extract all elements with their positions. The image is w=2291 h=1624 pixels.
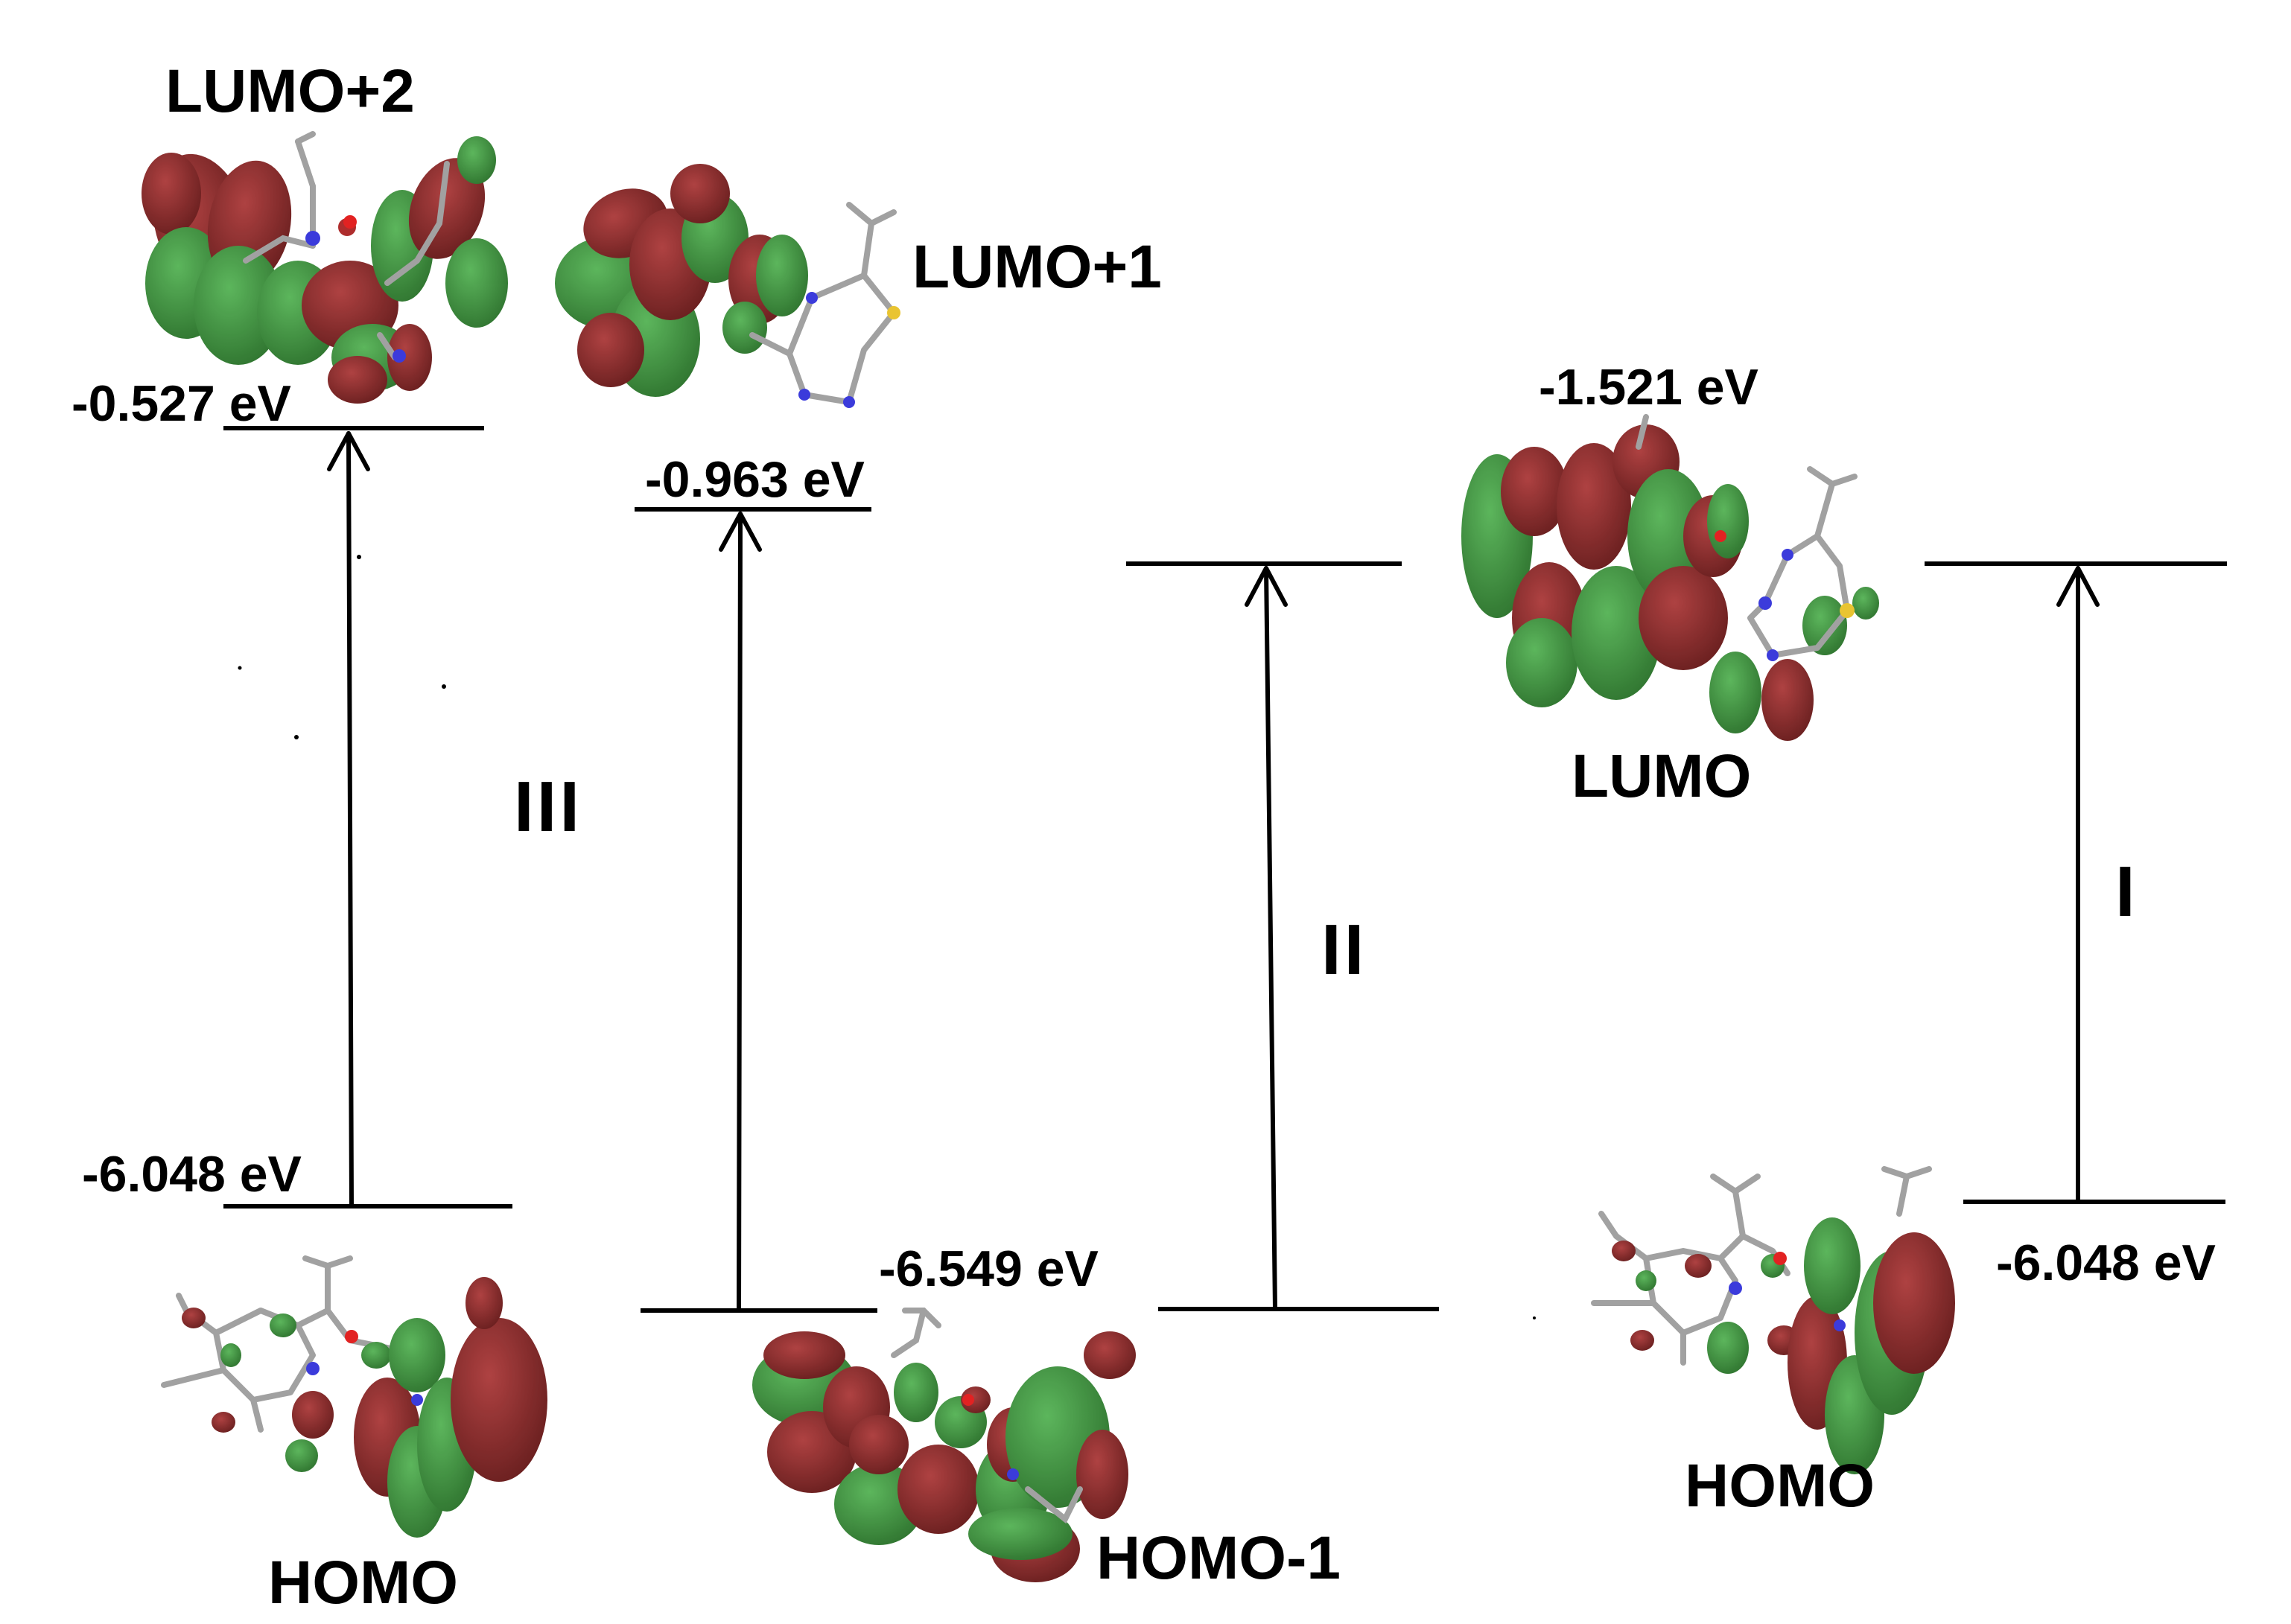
lumo1-energy-label: -0.963 eV [645,451,865,508]
transition-iii-arrow [327,431,370,1209]
homo1-energy-label: -6.549 eV [879,1241,1099,1297]
homo1-name-label: HOMO-1 [1096,1524,1341,1592]
homo-right-orbital-icon [1591,1166,1955,1474]
transition-homo1-lumo1-arrow [719,512,762,1313]
transition-i-arrow [2056,566,2100,1204]
lumo-orbital-icon [1461,414,1879,741]
lumo2-energy-label: -0.527 eV [72,375,291,432]
lumo-energy-label: -1.521 eV [1539,359,1758,415]
transition-ii-arrow [1245,566,1288,1311]
homo1-orbital-icon [752,1308,1136,1582]
lumo1-orbital-icon [555,164,900,408]
homo-left-orbital-icon [161,1255,547,1538]
homo-left-name-label: HOMO [268,1549,459,1617]
transition-iii-label: III [514,767,583,847]
lumo1-name-label: LUMO+1 [912,233,1162,301]
lumo2-name-label: LUMO+2 [165,57,415,125]
homo-right-energy-label: -6.048 eV [1996,1235,2216,1291]
lumo2-orbital-icon [142,131,508,404]
transition-i-label: I [2115,852,2138,932]
homo-right-name-label: HOMO [1685,1452,1875,1520]
lumo-name-label: LUMO [1572,742,1752,810]
transition-ii-label: II [1321,910,1367,990]
homo-left-energy-label: -6.048 eV [82,1146,302,1203]
